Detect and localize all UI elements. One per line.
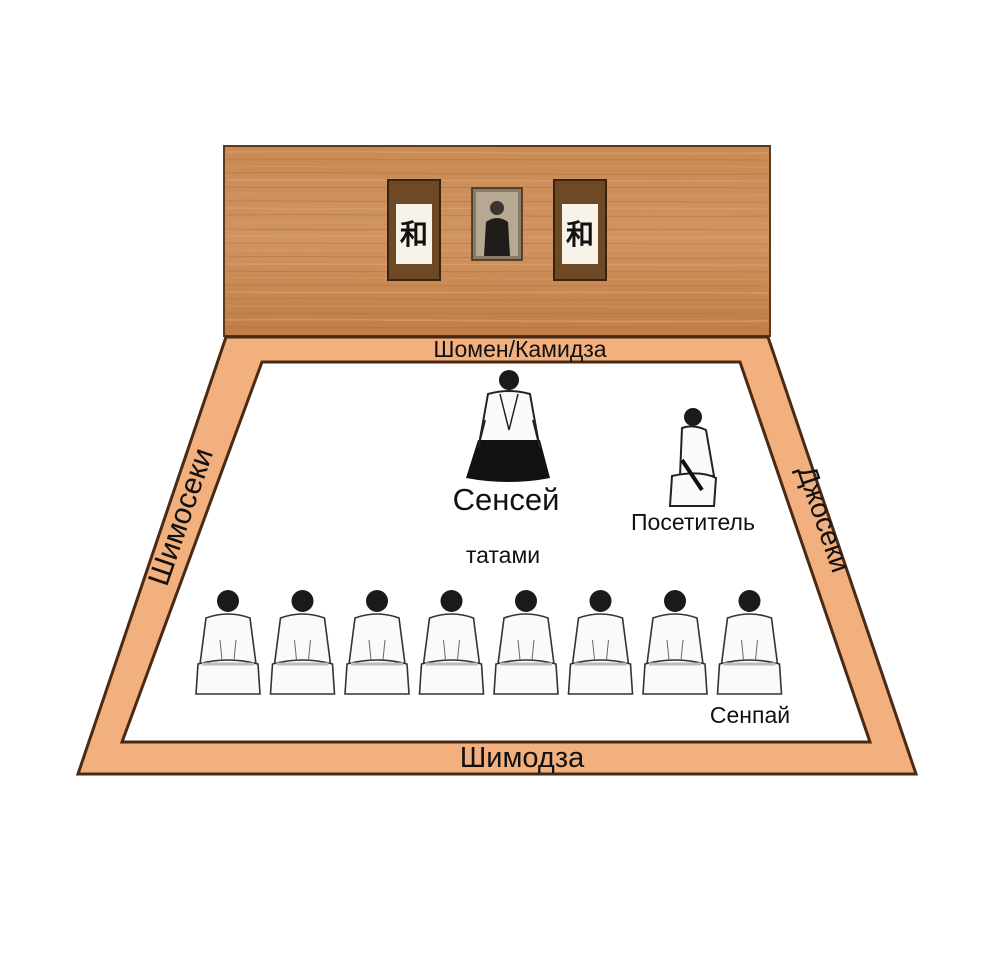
- shomen-label: Шомен/Камидза: [433, 336, 606, 362]
- scroll-left-glyph: 和: [400, 218, 428, 251]
- scroll-right: 和: [553, 179, 607, 281]
- sensei-figure: [466, 370, 550, 482]
- visitor-label: Посетитель: [631, 509, 755, 535]
- student-figure: [418, 590, 485, 695]
- shimoza-label: Шимодза: [460, 742, 585, 774]
- student-figure: [344, 590, 410, 695]
- student-figure: [567, 590, 634, 695]
- students-row: [195, 590, 783, 695]
- senpai-label: Сенпай: [710, 702, 790, 728]
- sensei-label: Сенсей: [453, 482, 560, 517]
- scroll-left: 和: [387, 179, 441, 281]
- scroll-right-glyph: 和: [566, 218, 594, 251]
- visitor-figure: [668, 408, 718, 507]
- student-figure: [195, 590, 261, 695]
- student-figure: [716, 590, 783, 695]
- student-figure: [269, 590, 336, 695]
- kamiza-wall: 和 和: [223, 145, 771, 337]
- wood-grain: [225, 150, 769, 329]
- tatami-label: татами: [466, 542, 540, 568]
- portrait: [471, 187, 523, 261]
- student-figure: [493, 590, 559, 695]
- student-figure: [642, 590, 708, 695]
